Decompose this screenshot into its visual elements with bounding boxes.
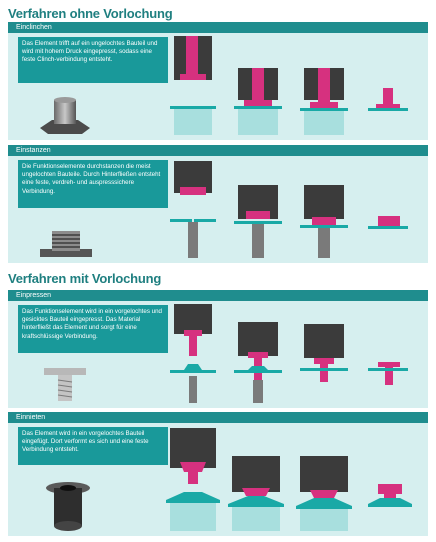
section-description: Das Funktionselement wird in ein vorgelo… — [18, 305, 168, 353]
element-photo — [42, 480, 94, 539]
section-einstanzen: Einstanzen Die Funktionselemente durchst… — [8, 145, 428, 263]
element-photo — [40, 366, 90, 407]
section-description: Die Funktionselemente durchstanzen die m… — [18, 160, 168, 208]
element-photo — [36, 94, 94, 141]
section-title: Einclinchen — [8, 22, 428, 33]
pierce-process-diagram — [170, 161, 408, 258]
section-description: Das Element trifft auf ein ungelochtes B… — [18, 37, 168, 83]
heading-with-prehole: Verfahren mit Vorlochung — [8, 271, 162, 286]
clinch-process-diagram — [170, 36, 408, 135]
element-photo — [38, 227, 94, 264]
section-title: Einpressen — [8, 290, 428, 301]
rivet-process-diagram — [166, 428, 412, 531]
section-einclinchen: Einclinchen Das Element trifft auf ein u… — [8, 22, 428, 140]
section-description: Das Element wird in ein vorgelochtes Bau… — [18, 427, 168, 465]
heading-without-prehole: Verfahren ohne Vorlochung — [8, 6, 173, 21]
section-title: Einnieten — [8, 412, 428, 423]
press-process-diagram — [170, 304, 408, 403]
section-title: Einstanzen — [8, 145, 428, 156]
section-einnieten: Einnieten Das Element wird in ein vorgel… — [8, 412, 428, 536]
section-einpressen: Einpressen Das Funktionselement wird in … — [8, 290, 428, 408]
